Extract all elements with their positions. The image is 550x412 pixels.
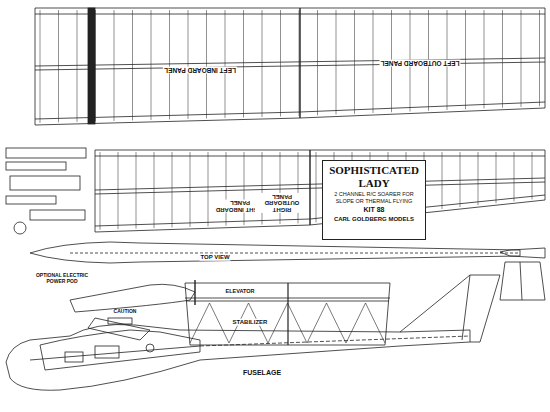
fuselage-top-view [30, 242, 520, 263]
view-label: FUSELAGE [242, 369, 282, 377]
title-text: 2 CHANNEL R/C SOARER FOR SLOPE OR THERMA… [327, 191, 421, 204]
view-label: TOP VIEW [199, 254, 230, 261]
stabilizer-outline [185, 283, 390, 345]
power-pod [70, 284, 195, 312]
view-label: STABILIZER [232, 319, 269, 326]
fuselage-side-view [6, 324, 470, 390]
right-wing-outline [95, 150, 545, 232]
panel-name: RIGHT OUTBOARD PANEL [255, 193, 309, 213]
title-block: SOPHISTICATED LADY 2 CHANNEL R/C SOARER F… [322, 160, 426, 240]
panel-name: LEFT OUTBOARD PANEL [380, 59, 461, 66]
left-wing-outline [35, 8, 545, 125]
title-text: KIT 88 [327, 206, 421, 214]
view-label: CAUTION [113, 309, 138, 315]
view-label: OPTIONAL ELECTRIC POWER POD [26, 273, 98, 284]
model-name: SOPHISTICATED LADY [327, 164, 421, 189]
title-text: CARL GOLDBERG MODELS [327, 216, 421, 223]
view-label: ELEVATOR [224, 288, 255, 294]
fin [400, 275, 500, 342]
panel-name: LEFT INBOARD PANEL [163, 66, 237, 73]
